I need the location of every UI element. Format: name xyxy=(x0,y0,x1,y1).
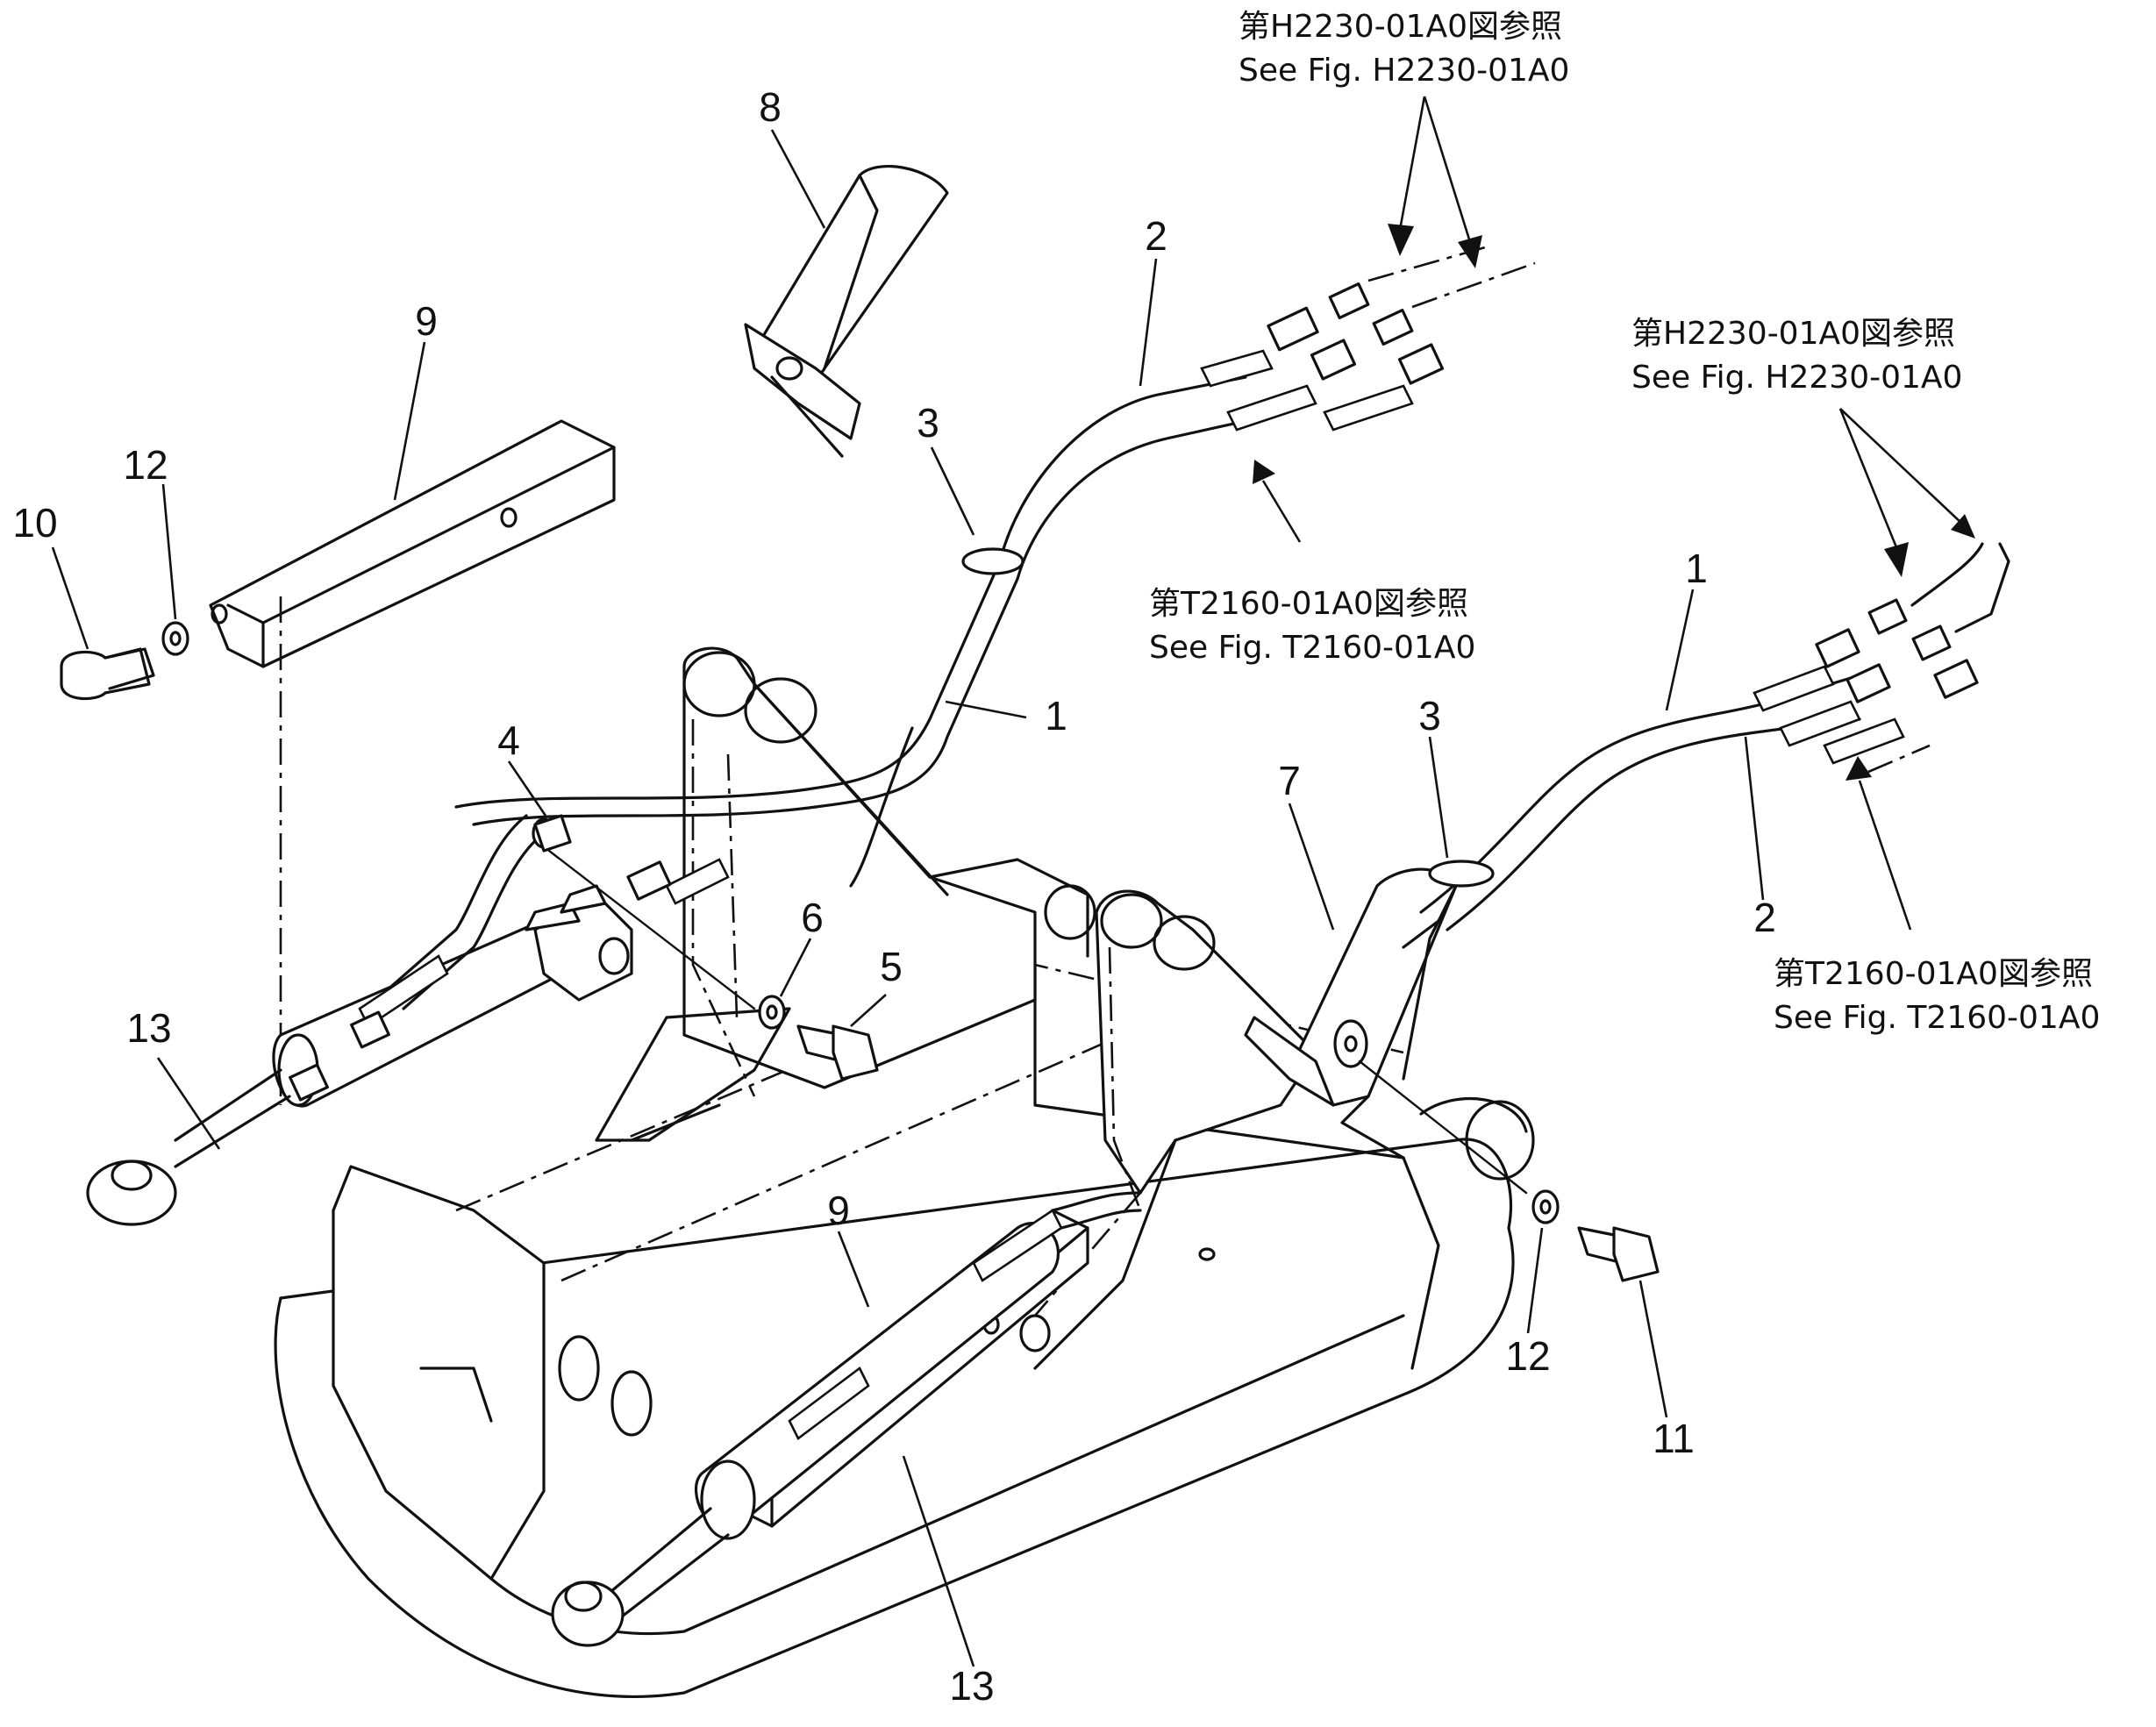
washer-6 xyxy=(758,995,786,1030)
label-1-upper: 1 xyxy=(1045,693,1067,739)
ref-t2160-mid-jp: 第T2160-01A0図参照 xyxy=(1149,586,1468,622)
label-11: 11 xyxy=(1653,1416,1695,1461)
bolt-11 xyxy=(1577,1226,1660,1282)
hoses-right xyxy=(1402,542,2010,949)
ref-h2230-right-en: See Fig. H2230-01A0 xyxy=(1631,360,1962,396)
cover-8 xyxy=(744,165,949,458)
label-7: 7 xyxy=(1278,758,1301,803)
cylinder-13-left xyxy=(86,884,633,1226)
label-1-right: 1 xyxy=(1685,546,1708,591)
label-6: 6 xyxy=(801,895,824,940)
frame-base xyxy=(274,963,1535,1698)
label-12-right: 12 xyxy=(1505,1333,1550,1379)
upper-frame-right xyxy=(1033,889,1317,1370)
cylinder-13-lower xyxy=(551,1222,1060,1647)
ref-h2230-top-en: See Fig. H2230-01A0 xyxy=(1239,53,1569,89)
label-12-left: 12 xyxy=(123,442,168,488)
label-4: 4 xyxy=(497,717,520,763)
cover-9-upper xyxy=(209,419,616,1105)
alignment-lines xyxy=(547,849,1528,1195)
washer-12-right xyxy=(1531,1189,1560,1224)
label-13-lower: 13 xyxy=(949,1663,994,1709)
ref-t2160-mid-en: See Fig. T2160-01A0 xyxy=(1149,630,1475,666)
bolt-5 xyxy=(796,1024,879,1081)
ref-t2160-right-en: See Fig. T2160-01A0 xyxy=(1774,1000,2100,1036)
ref-h2230-right-jp: 第H2230-01A0図参照 xyxy=(1631,316,1955,352)
ref-t2160-right-jp: 第T2160-01A0図参照 xyxy=(1774,956,2093,992)
label-2-right: 2 xyxy=(1753,895,1776,940)
label-13-left: 13 xyxy=(126,1005,171,1051)
ref-h2230-top-jp: 第H2230-01A0図参照 xyxy=(1239,9,1562,45)
label-8: 8 xyxy=(759,84,782,130)
hoses-lower-left xyxy=(289,814,730,1102)
cover-7 xyxy=(1244,867,1458,1160)
reference-notes: 第H2230-01A0図参照 See Fig. H2230-01A0 第H223… xyxy=(1149,9,2100,1036)
label-3-upper: 3 xyxy=(917,400,939,446)
hoses-upper xyxy=(454,244,1536,888)
clip-4 xyxy=(533,814,572,853)
label-9-lower: 9 xyxy=(827,1188,850,1233)
label-2-upper: 2 xyxy=(1145,213,1167,259)
hoses-lower-cylinder xyxy=(788,1191,1142,1440)
part-labels: 8 2 9 12 10 3 1 4 7 3 1 2 6 5 13 9 12 11… xyxy=(12,84,1775,1709)
bolt-10 xyxy=(60,647,155,701)
label-10: 10 xyxy=(12,500,57,546)
label-5: 5 xyxy=(880,944,903,989)
washer-12-left xyxy=(161,621,189,656)
label-9-upper: 9 xyxy=(415,298,438,344)
leader-lines xyxy=(51,96,1975,1667)
label-3-right: 3 xyxy=(1418,693,1441,739)
